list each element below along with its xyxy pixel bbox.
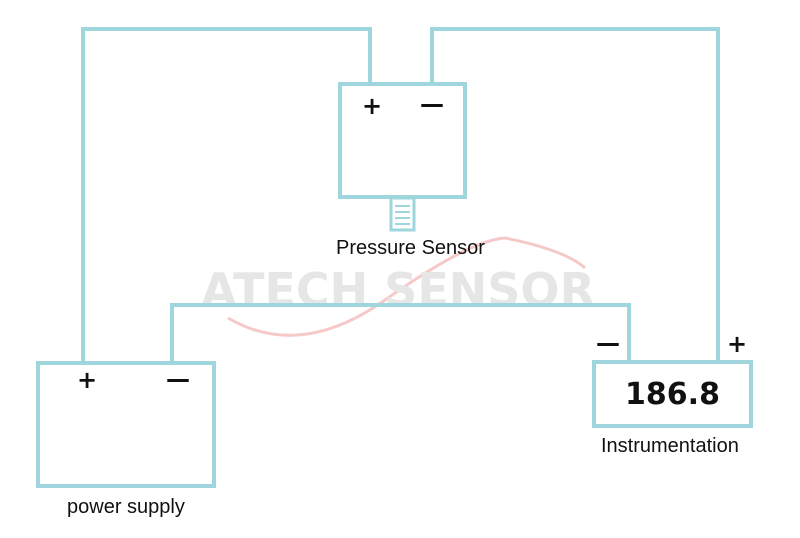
instrument-plus-terminal: + [727,330,748,358]
sensor-plus-terminal: + [362,92,383,120]
instrument-minus-terminal: — [596,329,620,357]
sensor-minus-terminal: — [420,90,444,118]
wires [81,27,720,363]
supply-plus-terminal: + [77,366,98,394]
power-supply-box [36,361,216,488]
pressure-sensor [338,82,467,232]
power-supply-label: power supply [67,496,185,518]
watermark-text: ATECH SENSOR [201,263,595,317]
pressure-sensor-label: Pressure Sensor [336,237,485,259]
wire-supply-minus-to-instrument-minus [170,303,631,363]
wire-sensor-plus-to-supply-plus [81,27,372,363]
instrument-reading: 186.8 [625,376,720,412]
watermark-arc [227,236,587,337]
supply-minus-terminal: — [166,365,190,393]
wire-sensor-minus-to-instrument-plus [430,27,720,362]
instrumentation-box [592,360,753,428]
watermark: ATECH SENSOR [201,236,595,337]
sensor-port-icon [389,196,416,232]
instrumentation-label: Instrumentation [601,435,739,457]
pressure-sensor-box [338,82,467,199]
